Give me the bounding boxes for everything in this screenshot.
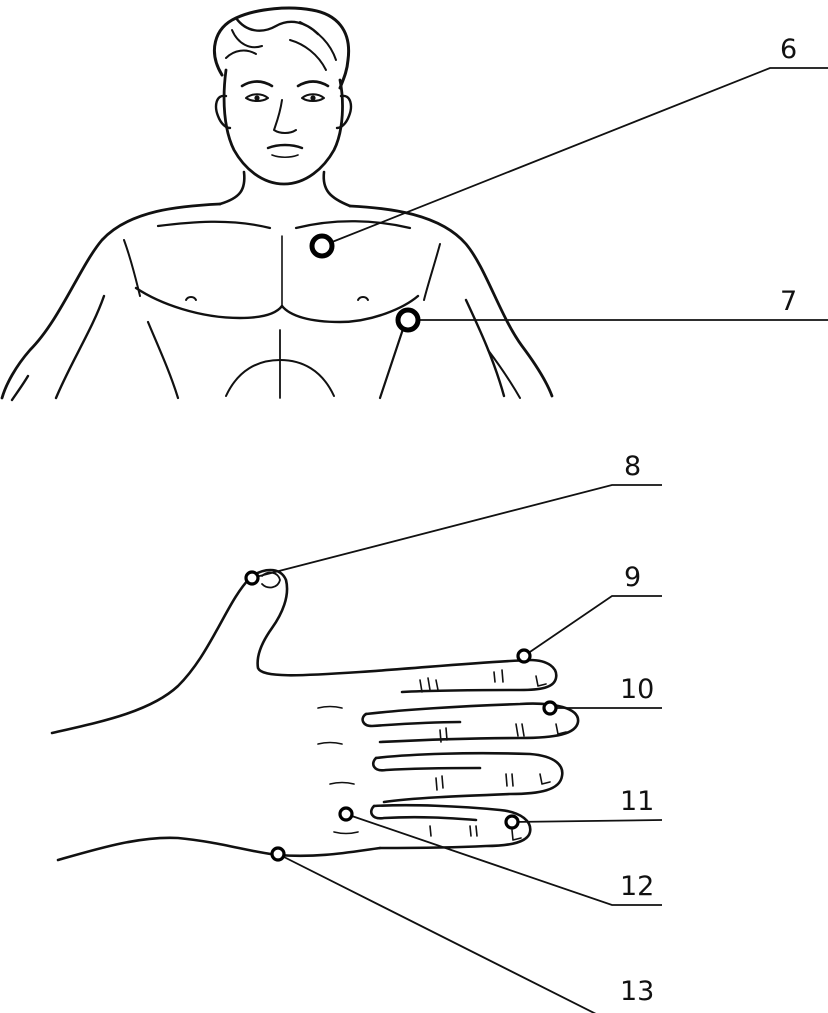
leader-line-8 [251, 484, 662, 579]
label-12: 12 [620, 871, 654, 902]
leader-line-12 [345, 813, 662, 906]
acupoint-8-marker [244, 570, 260, 586]
label-9: 9 [624, 562, 641, 593]
acupoint-11-marker [504, 814, 520, 830]
label-6: 6 [780, 34, 797, 65]
acupoint-10-marker [542, 700, 558, 716]
leader-line-6 [321, 67, 828, 247]
label-11: 11 [620, 786, 654, 817]
label-13: 13 [620, 976, 654, 1007]
torso-illustration [0, 6, 554, 402]
leader-line-9 [523, 595, 662, 657]
label-8: 8 [624, 451, 641, 482]
acupoint-12-marker [338, 806, 354, 822]
label-7: 7 [780, 286, 797, 317]
acupoint-6-marker [309, 233, 335, 259]
acupoint-markers [244, 233, 558, 862]
acupoint-13-marker [270, 846, 286, 862]
label-10: 10 [620, 674, 654, 705]
acupoint-7-marker [395, 307, 421, 333]
point-labels: 6 7 8 9 10 11 12 13 [620, 34, 797, 1007]
hand-illustration [50, 568, 580, 862]
leader-line-13 [277, 853, 597, 1013]
leader-line-11 [511, 819, 663, 823]
leader-lines [251, 67, 828, 1013]
acupoint-9-marker [516, 648, 532, 664]
